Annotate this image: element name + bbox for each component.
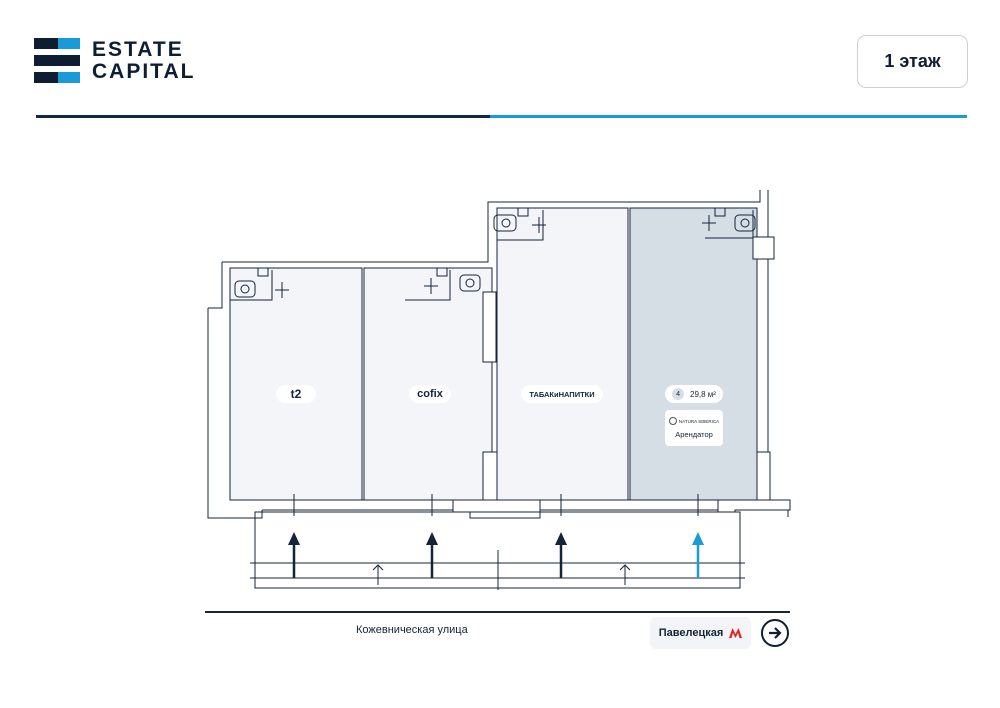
metro-station-name: Павелецкая [658, 627, 724, 639]
natura-siberica-icon [668, 417, 677, 425]
street-name: Кожевническая улица [356, 624, 468, 636]
logo: ESTATE CAPITAL [34, 38, 195, 84]
header-divider-dark [36, 115, 490, 118]
header-divider-blue [490, 115, 967, 118]
room-number: 4 [672, 388, 685, 400]
tenant-logo: NATURA SIBERICA [668, 417, 719, 425]
room-1[interactable] [229, 267, 363, 501]
room-label-tabak[interactable]: ТАБАКиНАПИТКИ [521, 385, 603, 403]
room-2[interactable] [363, 267, 493, 501]
logo-mark-icon [34, 38, 80, 84]
metro-m-icon [729, 628, 743, 638]
floor-selector-button[interactable]: 1 этаж [857, 35, 968, 88]
room-3[interactable] [496, 207, 629, 501]
room-4-badge[interactable]: 4 29,8 м² [665, 385, 723, 403]
next-arrow-button[interactable] [761, 619, 789, 647]
room-label-cofix[interactable]: cofix [409, 385, 451, 403]
tenant-label: Арендатор [675, 430, 713, 439]
room-4-selected[interactable] [629, 207, 758, 501]
entrance-arrows [288, 532, 704, 578]
logo-line1: ESTATE [92, 38, 184, 61]
tenant-card[interactable]: NATURA SIBERICA Арендатор [665, 410, 723, 446]
room-label-t2[interactable]: t2 [276, 385, 316, 403]
logo-line2: CAPITAL [92, 60, 196, 83]
room-area: 29,8 м² [690, 389, 716, 399]
arrow-right-circle-icon [769, 627, 782, 639]
metro-station-button[interactable]: Павелецкая [650, 617, 751, 649]
